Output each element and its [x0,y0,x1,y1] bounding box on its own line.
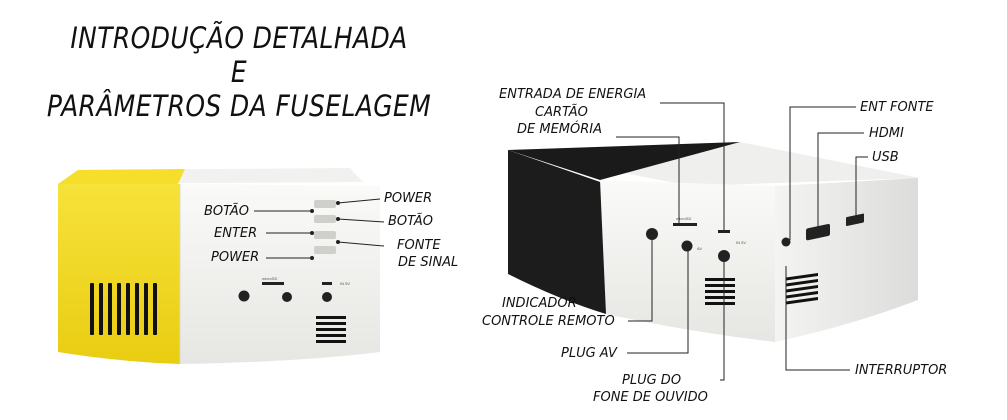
left-in5v-print: IN 5V [340,281,350,286]
label-hdmi: HDMI [869,126,904,141]
heading-line-1: INTRODUÇÃO DETALHADA [70,21,408,55]
left-projector [58,168,380,364]
label-controle-remoto: CONTROLE REMOTO [482,314,615,329]
label-enter: ENTER [214,226,258,241]
right-microsd-print: microSD [676,216,691,221]
heading-line-3: PARÂMETROS DA FUSELAGEM [46,89,432,123]
heading-line-2: E [230,55,248,89]
label-power-bottom: POWER [211,250,260,265]
label-entrada-de-energia: ENTRADA DE ENERGIA [499,87,647,102]
right-av-print: AV [697,246,702,251]
label-plug-do: PLUG DO [622,373,682,388]
label-interruptor: INTERRUPTOR [855,363,948,378]
left-microsd-print: microSD [262,276,277,281]
label-de-memoria: DE MEMÓRIA [517,122,602,137]
label-de-sinal: DE SINAL [398,255,459,270]
label-ent-fonte: ENT FONTE [860,100,934,115]
label-usb: USB [872,150,899,165]
label-indicador: INDICADOR [502,296,577,311]
label-power-top: POWER [384,191,433,206]
label-botao-right: BOTÃO [388,214,434,229]
label-cartao: CARTÃO [535,105,588,120]
right-in5v-print: IN 5V [736,240,746,245]
label-fone-de-ouvido: FONE DE OUVIDO [593,390,708,405]
label-fonte: FONTE [397,238,441,253]
right-projector [508,142,920,342]
label-botao-left: BOTÃO [204,204,250,219]
label-plug-av: PLUG AV [561,346,617,361]
